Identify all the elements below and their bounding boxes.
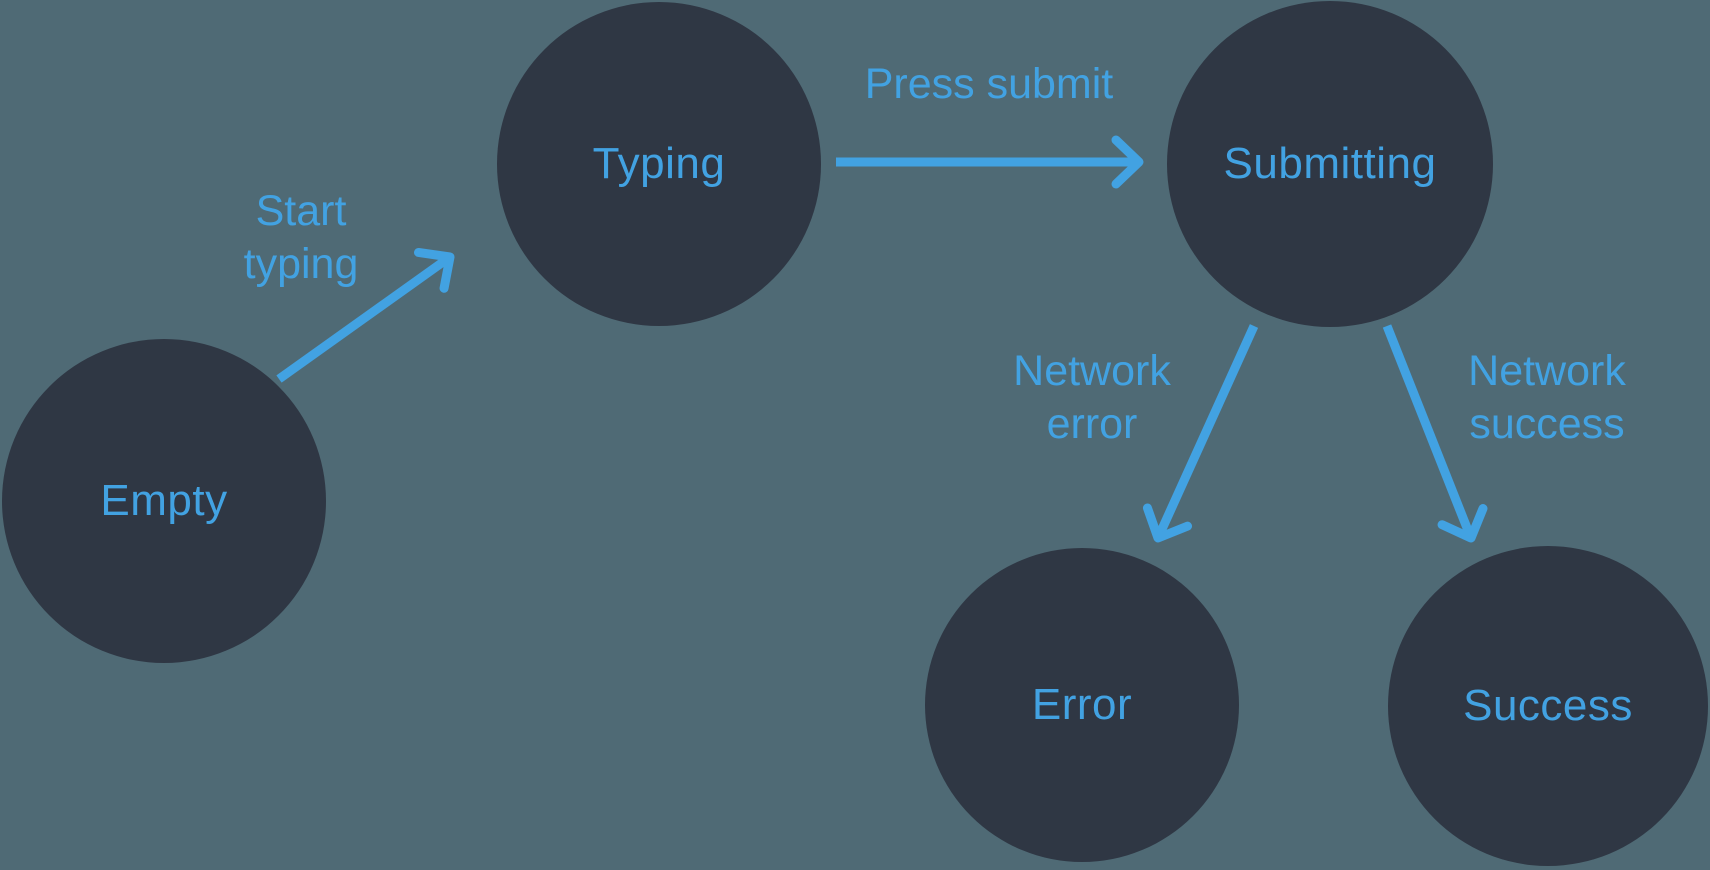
state-label-error: Error xyxy=(1031,680,1133,729)
edge-label-line: Network xyxy=(1013,347,1171,395)
edge-label-network-error: Network error xyxy=(972,345,1212,451)
edge-label-line: success xyxy=(1469,400,1625,448)
arrow-submitting-to-success xyxy=(1382,324,1488,543)
edge-label-start-typing: Start typing xyxy=(181,185,421,291)
state-label-success: Success xyxy=(1463,681,1633,730)
edge-label-network-success: Network success xyxy=(1417,345,1677,451)
state-label-empty: Empty xyxy=(100,476,228,525)
edge-label-line: typing xyxy=(243,240,359,288)
state-node-empty: Empty xyxy=(2,339,326,663)
state-label-submitting: Submitting xyxy=(1223,139,1437,188)
edge-label-line: Start xyxy=(255,187,347,235)
state-node-error: Error xyxy=(925,548,1239,862)
edge-label-press-submit: Press submit xyxy=(829,58,1149,111)
edge-label-line: Press submit xyxy=(864,60,1114,108)
arrow-submitting-to-error xyxy=(1142,324,1259,543)
state-node-submitting: Submitting xyxy=(1167,1,1493,327)
edge-label-line: Network xyxy=(1468,347,1626,395)
state-label-typing: Typing xyxy=(592,139,726,188)
state-node-success: Success xyxy=(1388,546,1708,866)
arrow-empty-to-typing xyxy=(276,247,455,383)
state-node-typing: Typing xyxy=(497,2,821,326)
edge-label-line: error xyxy=(1046,400,1138,448)
